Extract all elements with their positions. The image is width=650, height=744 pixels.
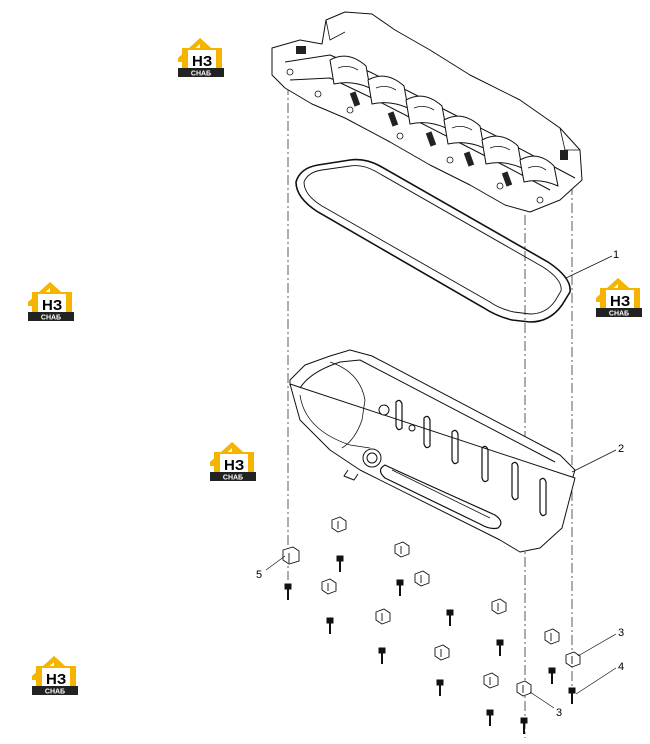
logo-letters: НЗ [46, 671, 66, 688]
gasket [295, 158, 571, 323]
logo-caption: СНАБ [191, 71, 211, 78]
bolt [520, 717, 528, 734]
bolt [446, 609, 454, 626]
bolt [548, 667, 556, 684]
bolt [336, 555, 344, 572]
watermark-logo-top: НЗ СНАБ [178, 38, 224, 78]
logo-caption: СНАБ [609, 311, 629, 318]
logo-letters: НЗ [610, 293, 630, 310]
nut [483, 672, 499, 689]
watermark-logo-right: НЗ СНАБ [596, 278, 642, 318]
logo-letters: НЗ [224, 457, 244, 474]
watermark-logo-bottom: НЗ СНАБ [32, 656, 78, 696]
logo-caption: СНАБ [223, 475, 243, 482]
bolt [326, 617, 334, 634]
logo-caption: СНАБ [41, 315, 61, 322]
bolt [568, 687, 576, 704]
bolts [284, 555, 576, 734]
callout-4: 4 [618, 661, 624, 673]
logo-caption: СНАБ [45, 689, 65, 696]
bolt [284, 583, 292, 600]
callout-1: 1 [613, 249, 619, 261]
nut [394, 541, 410, 558]
bolt [436, 679, 444, 696]
nuts [282, 516, 581, 697]
bracket [282, 546, 300, 565]
callout-2: 2 [618, 443, 624, 455]
nut [321, 578, 337, 595]
engine-block-section [271, 11, 583, 213]
bolt [378, 647, 386, 664]
nut [375, 608, 391, 625]
nut [491, 598, 507, 615]
nut [516, 680, 532, 697]
nut [565, 651, 581, 668]
callout-3-bottom: 3 [556, 707, 562, 719]
nut [331, 516, 347, 533]
watermark-logo-left: НЗ СНАБ [28, 282, 74, 322]
logo-letters: НЗ [192, 53, 212, 70]
nut [434, 644, 450, 661]
watermark-logo-center: НЗ СНАБ [210, 442, 256, 482]
nut [544, 628, 560, 645]
oil-pan [289, 349, 576, 553]
nut [414, 570, 430, 587]
callout-labels: 1 2 3 3 4 5 [256, 249, 624, 719]
bolt [396, 579, 404, 596]
bolt [496, 639, 504, 656]
leader-lines [265, 255, 617, 709]
callout-5: 5 [256, 569, 262, 581]
callout-3-right: 3 [618, 627, 624, 639]
bolt [486, 709, 494, 726]
logo-letters: НЗ [42, 297, 62, 314]
